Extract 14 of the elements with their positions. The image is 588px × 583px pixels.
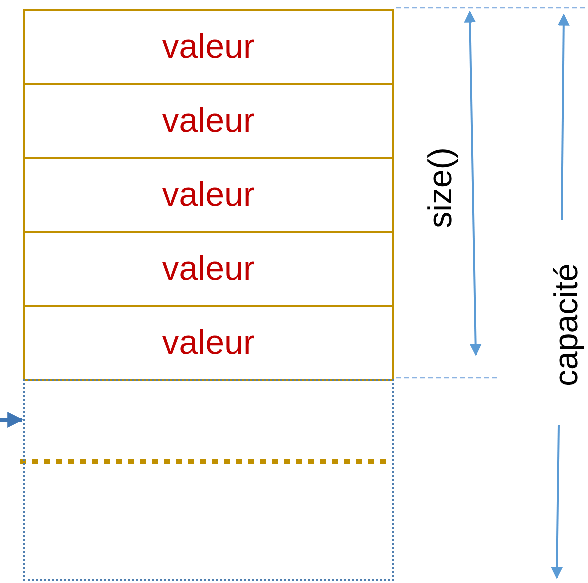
dimension-label: capacité xyxy=(550,264,582,386)
arrow xyxy=(0,412,24,428)
cell-value: valeur xyxy=(162,104,255,138)
value-cell xyxy=(23,231,394,307)
empty-slot-area xyxy=(23,379,394,581)
cell-value: valeur xyxy=(162,326,255,360)
value-cell xyxy=(23,305,394,381)
value-cell xyxy=(23,157,394,233)
value-cell xyxy=(23,83,394,159)
cell-value: valeur xyxy=(162,178,255,212)
value-cell xyxy=(23,9,394,85)
cell-value: valeur xyxy=(162,252,255,286)
dimension-label: size() xyxy=(424,148,456,228)
cell-value: valeur xyxy=(162,30,255,64)
